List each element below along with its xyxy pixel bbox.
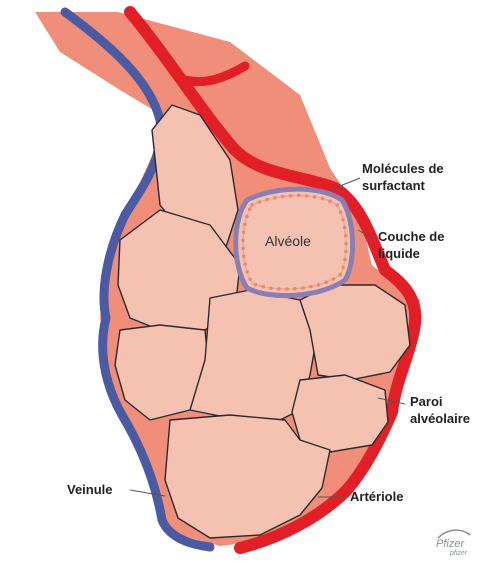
surfactant-dot (338, 273, 342, 277)
surfactant-dot (250, 203, 254, 207)
surfactant-dot (339, 210, 343, 214)
surfactant-dot (245, 270, 249, 274)
surfactant-label: Molécules de surfactant (362, 160, 472, 194)
surfactant-dot (344, 234, 348, 238)
veinule-label: Veinule (67, 481, 113, 498)
surfactant-dot (248, 207, 252, 211)
surfactant-dot (269, 286, 273, 290)
surfactant-dot (293, 287, 297, 291)
surfactant-dot (248, 278, 252, 282)
surfactant-dot (309, 285, 313, 289)
surfactant-dot (285, 287, 289, 291)
surfactant-dot (321, 197, 325, 201)
surfactant-dot (254, 283, 258, 287)
surfactant-dot (344, 250, 348, 254)
surfactant-dot (297, 194, 301, 198)
surfactant-dot (335, 203, 339, 207)
surfactant-dot (273, 196, 277, 200)
logo-swoosh (438, 530, 470, 538)
arteriole-label: Artériole (350, 488, 403, 505)
alveole-label: Alvéole (265, 233, 311, 249)
surfactant-dot (243, 223, 247, 227)
surfactant-dot (277, 287, 281, 291)
surfactant-dot (328, 199, 332, 203)
surfactant-dot (242, 254, 246, 258)
surfactant-dot (317, 283, 321, 287)
surfactant-dot (243, 262, 247, 266)
surfactant-dot (324, 280, 328, 284)
surfactant-dot (241, 247, 245, 251)
surfactant-dot (258, 200, 262, 204)
surfactant-dot (341, 218, 345, 222)
couche-label: Couche de liquide (378, 228, 468, 262)
pfizer-logo: Pfizer pfizer (436, 538, 467, 558)
surfactant-dot (341, 266, 345, 270)
alveolar-cell (292, 375, 388, 452)
surfactant-dot (344, 242, 348, 246)
surfactant-dot (261, 285, 265, 289)
logo-sub: pfizer (436, 550, 467, 558)
surfactant-dot (313, 195, 317, 199)
alveolar-cell (300, 285, 410, 380)
surfactant-dot (289, 194, 293, 198)
surfactant-dot (265, 198, 269, 202)
surfactant-dot (245, 215, 249, 219)
surfactant-dot (281, 195, 285, 199)
logo-name: Pfizer (436, 538, 467, 550)
surfactant-dot (241, 239, 245, 243)
surfactant-dot (332, 277, 336, 281)
surfactant-dot (343, 226, 347, 230)
surfactant-dot (301, 286, 305, 290)
surfactant-dot (343, 258, 347, 262)
surfactant-dot (242, 231, 246, 235)
surfactant-dot (305, 194, 309, 198)
paroi-label: Paroi alvéolaire (410, 393, 490, 427)
